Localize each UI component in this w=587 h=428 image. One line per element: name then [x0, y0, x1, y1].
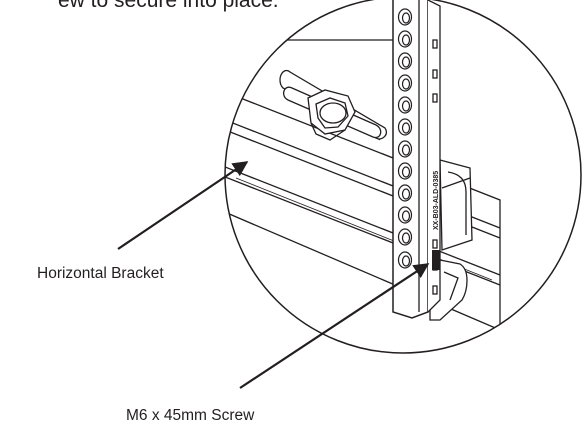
- rail-stamped-text: XX-B03-ALD-0385: [433, 171, 440, 230]
- screw-leader-arrow: [239, 263, 430, 389]
- rail-holes: [397, 8, 413, 269]
- hex-bolt: [307, 89, 356, 141]
- detail-circle: [224, 0, 582, 354]
- zoom-detail: XX-B03-ALD-0385: [225, 0, 501, 331]
- bracket-leader-arrow: [117, 161, 249, 250]
- vertical-rail: XX-B03-ALD-0385: [392, 0, 441, 319]
- screw-label: M6 x 45mm Screw: [126, 407, 255, 424]
- bracket-tab: [439, 159, 473, 251]
- instruction-text: ew to secure into place.: [58, 0, 279, 12]
- screw-head: [432, 250, 440, 270]
- horizontal-bracket-label: Horizontal Bracket: [37, 265, 164, 282]
